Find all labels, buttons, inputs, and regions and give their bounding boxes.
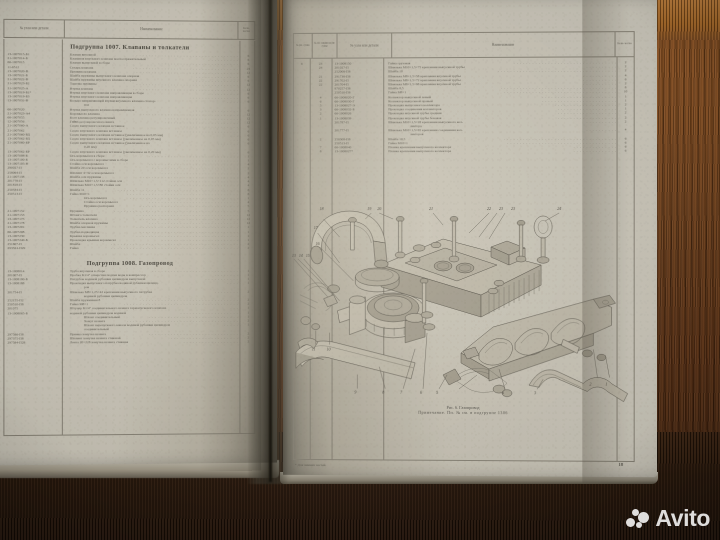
stud-4 <box>449 216 460 263</box>
callout-21: 21 <box>429 206 434 212</box>
callout-16: 16 <box>315 240 320 246</box>
studs-group <box>348 216 526 331</box>
table-row: 297584-П28 Лента 20×228 хомутка шланга ст… <box>4 339 254 344</box>
right-col-position: № по- зиции на ри- сунке <box>312 33 338 58</box>
quantity-cell: 6 <box>624 148 627 153</box>
part-name-cell: Гайка. . . . . . . . . . . . . . . . . .… <box>69 246 242 251</box>
table-row: 8 13-1008027* Планка крепления выпускного … <box>294 149 634 154</box>
book-spine-crease <box>269 0 272 482</box>
callout-15: 15 <box>305 252 310 258</box>
callout-7: 7 <box>400 389 403 395</box>
part-number-cell: 297584-П28 <box>7 340 26 345</box>
callout-20: 20 <box>377 206 382 212</box>
table-row: 293324-П29 Гайка. . . . . . . . . . . . .… <box>4 246 254 250</box>
stud-left-1 <box>348 217 356 250</box>
callout-6b: 6 <box>420 389 423 395</box>
callout-23b: 23 <box>499 205 504 211</box>
right-small-fasteners <box>561 339 606 360</box>
callout-2: 2 <box>589 381 592 387</box>
left-table-header: № узла или детали Наименование Коли- чес… <box>3 18 256 40</box>
page-number: 18 <box>618 461 623 467</box>
dot-leader: . . . . . . . . . . . . . . . . . . . . … <box>111 246 242 251</box>
stud-5 <box>515 219 526 262</box>
open-book: № узла или детали Наименование Коли- чес… <box>0 0 658 484</box>
right-col-name: Наименование <box>392 32 616 58</box>
left-col-part-number: № узла или детали <box>4 19 65 38</box>
right-col-part-number: № узла или детали <box>337 33 393 58</box>
callout-10: 10 <box>326 346 331 352</box>
part-name-cell: Лента 20×228 хомутка шланга стяжная. . .… <box>69 339 242 345</box>
dot-leader: . . . . . . . . . . . . . . <box>573 148 617 154</box>
right-page: № ри- сунка № по- зиции на ри- сунке № у… <box>283 0 657 484</box>
callout-22: 22 <box>487 205 492 211</box>
left-col-name: Наименование <box>64 20 239 39</box>
callout-23: 23 <box>511 205 516 211</box>
manifold-assembly-drawing <box>294 203 634 404</box>
callout-24: 24 <box>557 205 562 211</box>
callout-11: 11 <box>311 346 316 352</box>
avito-logo-icon <box>626 508 650 530</box>
figure-gazoprovod: 18 17 16 13 14 15 19 20 21 22 23 23 24 1… <box>291 203 634 416</box>
left-crossover-pipe <box>296 338 415 379</box>
intake-elbow <box>310 211 400 292</box>
callout-6: 6 <box>502 390 505 396</box>
center-riser <box>349 296 426 344</box>
callout-8: 8 <box>382 389 385 395</box>
lifting-eye-bolt <box>534 216 552 263</box>
figure-number-cell <box>294 150 310 154</box>
part-number-cell: 293324-П29 <box>7 246 26 251</box>
avito-watermark: Avito <box>626 505 710 532</box>
right-table-header: № ри- сунка № по- зиции на ри- сунке № у… <box>292 31 635 59</box>
callout-17: 17 <box>313 225 318 231</box>
left-page: № узла или детали Наименование Коли- чес… <box>0 0 277 472</box>
right-footnote: * Для зимних частей. <box>294 462 327 468</box>
avito-wordmark: Avito <box>655 505 710 531</box>
position-number-cell: 8 <box>319 149 322 154</box>
callout-19: 19 <box>367 206 372 212</box>
left-group-title-1008: Подгруппа 1008. Газопровод <box>86 259 174 267</box>
callout-5: 5 <box>436 389 439 395</box>
figure-note: Примечание. Пп. № см. в подгруппе 1306 <box>418 409 508 416</box>
dot-leader: . . . . . . . . . . . . . . . . . . . <box>183 339 242 344</box>
left-small-parts <box>300 283 352 330</box>
callout-1: 1 <box>605 381 608 387</box>
right-col-qty: Коли- чество <box>617 41 632 45</box>
stud-2 <box>395 216 407 259</box>
right-col-figure: № ри- сунка <box>293 33 313 58</box>
part-number-cell: 13-1008027* <box>334 149 354 154</box>
callout-13: 13 <box>291 252 296 258</box>
callout-18: 18 <box>319 206 324 212</box>
part-name-cell: Планка крепления выпускного коллектора. … <box>388 148 617 154</box>
callout-3: 3 <box>534 390 537 396</box>
exhaust-connector-pipe <box>529 370 628 402</box>
left-table-body: Подгруппа 1007. Клапаны и толкатели 13-1… <box>3 38 256 437</box>
callout-14: 14 <box>298 252 303 258</box>
callout-9: 9 <box>354 389 357 395</box>
